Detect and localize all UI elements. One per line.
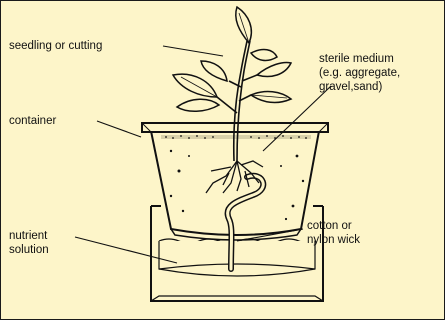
label-seedling: seedling or cutting [9, 39, 102, 53]
seedling-pointer [163, 46, 223, 56]
pot [142, 123, 328, 240]
nutrient-solution [159, 239, 315, 276]
container-pointer [97, 121, 141, 137]
label-medium-line1: sterile medium [319, 52, 394, 66]
label-nutrient-line1: nutrient [9, 229, 47, 243]
label-nutrient-line2: solution [9, 243, 49, 257]
leaves [173, 7, 291, 111]
label-wick-line1: cotton or [307, 219, 352, 233]
label-wick-line2: nylon wick [307, 233, 360, 247]
label-medium-line2: (e.g. aggregate, [319, 66, 400, 80]
label-container: container [9, 114, 56, 128]
label-medium-line3: gravel,sand) [319, 80, 382, 94]
